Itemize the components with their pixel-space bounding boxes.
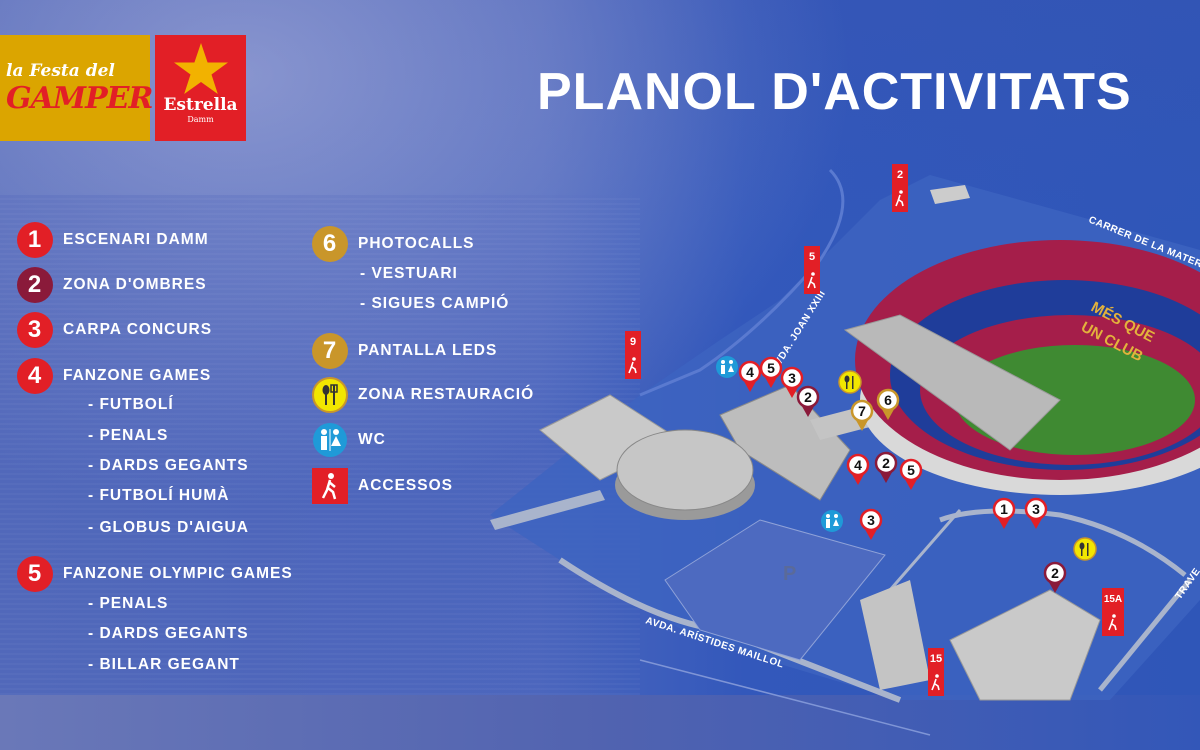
page-title: PLANOL D'ACTIVITATS xyxy=(537,63,1132,121)
fork-spoon-icon xyxy=(312,377,348,413)
fork-spoon-icon[interactable] xyxy=(838,370,862,394)
map-pin[interactable]: 4 xyxy=(846,453,870,485)
legend-badge: 4 xyxy=(17,358,53,394)
legend-badge: 3 xyxy=(17,312,53,348)
parking-label: P xyxy=(783,563,796,585)
legend-subitem: - FUTBOLÍ HUMÀ xyxy=(88,487,230,504)
legend-item: 2 ZONA D'OMBRES xyxy=(17,267,207,303)
legend-item: 5 FANZONE OLYMPIC GAMES xyxy=(17,556,293,592)
legend-badge: 5 xyxy=(17,556,53,592)
legend-label: ACCESSOS xyxy=(358,477,453,494)
legend-label: CARPA CONCURS xyxy=(63,321,213,338)
map-pin[interactable]: 7 xyxy=(850,399,874,431)
wc-icon[interactable] xyxy=(716,356,738,378)
pin-label: 3 xyxy=(788,370,796,386)
pedestrian-icon xyxy=(935,674,939,678)
legend-badge: 1 xyxy=(17,222,53,258)
legend-item: 6 PHOTOCALLS xyxy=(312,226,475,262)
map-pin[interactable]: 6 xyxy=(876,388,900,420)
legend-label: FANZONE GAMES xyxy=(63,367,212,384)
pin-label: 2 xyxy=(1051,565,1059,581)
legend-subitem: - DARDS GEGANTS xyxy=(88,457,249,474)
legend-label: ESCENARI DAMM xyxy=(63,231,209,248)
legend-item: 4 FANZONE GAMES xyxy=(17,358,212,394)
pitch-strip xyxy=(0,695,1200,750)
legend-label: WC xyxy=(358,431,386,448)
map-pin[interactable]: 1 xyxy=(992,497,1016,529)
legend-label: ZONA RESTAURACIÓ xyxy=(358,386,535,403)
access-label: 15 xyxy=(930,653,942,665)
pin-label: 1 xyxy=(1000,501,1008,517)
legend-subitem: - VESTUARI xyxy=(360,265,458,282)
pin-label: 5 xyxy=(767,360,775,376)
access-marker[interactable]: 5 xyxy=(804,246,820,294)
map-pin[interactable]: 5 xyxy=(899,458,923,490)
access-marker[interactable]: 15A xyxy=(1102,588,1124,636)
map-pin[interactable]: 2 xyxy=(874,451,898,483)
map-pin[interactable]: 4 xyxy=(738,360,762,392)
pin-label: 4 xyxy=(746,364,754,380)
map-pin[interactable]: 5 xyxy=(759,356,783,388)
map-pin[interactable]: 3 xyxy=(1024,497,1048,529)
pin-label: 3 xyxy=(867,512,875,528)
access-marker[interactable]: 9 xyxy=(625,331,641,379)
legend-item: 3 CARPA CONCURS xyxy=(17,312,213,348)
legend-item: ZONA RESTAURACIÓ xyxy=(312,377,535,413)
map-pin[interactable]: 2 xyxy=(796,385,820,417)
map-pin[interactable]: 2 xyxy=(1043,561,1067,593)
legend-label: PANTALLA LEDS xyxy=(358,342,498,359)
pedestrian-icon xyxy=(1112,614,1116,618)
legend-subitem: - PENALS xyxy=(88,427,169,444)
fork-spoon-icon[interactable] xyxy=(1073,537,1097,561)
pin-label: 4 xyxy=(854,457,862,473)
pin-label: 2 xyxy=(882,455,890,471)
pin-label: 2 xyxy=(804,389,812,405)
pedestrian-icon xyxy=(811,272,815,276)
access-marker[interactable]: 15 xyxy=(928,648,944,696)
legend-badge: 6 xyxy=(312,226,348,262)
pin-label: 7 xyxy=(858,403,866,419)
map-pin[interactable]: 3 xyxy=(859,508,883,540)
legend-subitem: - BILLAR GEGANT xyxy=(88,656,240,673)
pin-label: 5 xyxy=(907,462,915,478)
pedestrian-icon xyxy=(632,357,636,361)
wc-icon[interactable] xyxy=(821,510,843,532)
map-pin[interactable]: 3 xyxy=(780,366,804,398)
access-label: 2 xyxy=(897,169,903,181)
legend-subitem: - SIGUES CAMPIÓ xyxy=(360,295,510,312)
access-label: 15A xyxy=(1104,594,1122,605)
stadium: MÉS QUE UN CLUB xyxy=(843,240,1200,495)
access-marker[interactable]: 2 xyxy=(892,164,908,212)
legend-subitem: - DARDS GEGANTS xyxy=(88,625,249,642)
pin-label: 3 xyxy=(1032,501,1040,517)
legend-subitem: - PENALS xyxy=(88,595,169,612)
pin-label: 6 xyxy=(884,392,892,408)
pedestrian-icon xyxy=(312,468,348,504)
legend-item: WC xyxy=(312,422,386,458)
legend-item: 7 PANTALLA LEDS xyxy=(312,333,498,369)
legend-subitem: - FUTBOLÍ xyxy=(88,396,174,413)
palau-dome xyxy=(615,429,755,520)
legend-badge: 2 xyxy=(17,267,53,303)
access-label: 9 xyxy=(630,336,636,348)
legend-item: ACCESSOS xyxy=(312,468,453,504)
pedestrian-icon xyxy=(899,190,903,194)
legend-item: 1 ESCENARI DAMM xyxy=(17,222,209,258)
legend-subitem: - GLOBUS D'AIGUA xyxy=(88,519,249,536)
access-label: 5 xyxy=(809,251,815,263)
legend-label: FANZONE OLYMPIC GAMES xyxy=(63,565,293,582)
wc-icon xyxy=(312,422,348,458)
star-icon xyxy=(173,43,228,94)
legend-badge: 7 xyxy=(312,333,348,369)
legend-label: ZONA D'OMBRES xyxy=(63,276,207,293)
legend-label: PHOTOCALLS xyxy=(358,235,475,252)
